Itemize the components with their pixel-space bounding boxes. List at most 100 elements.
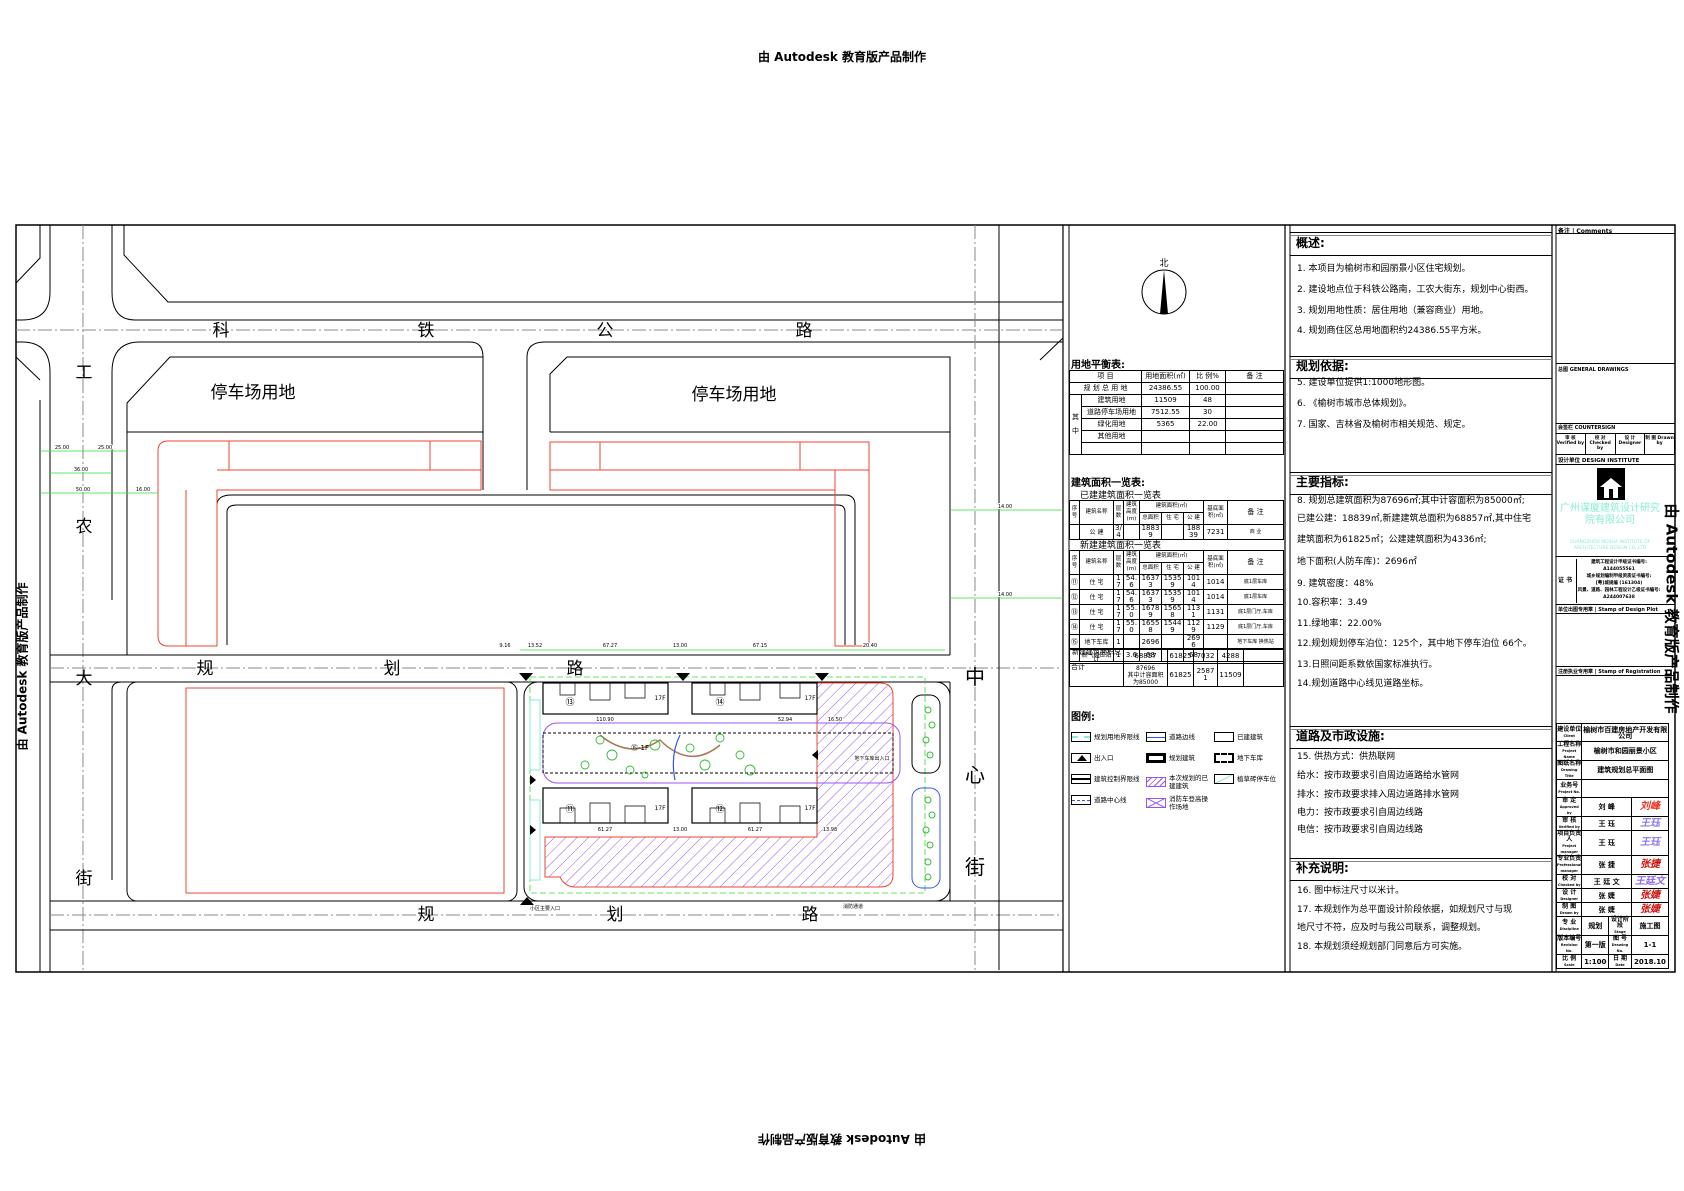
header-row: 序号建筑名称层数建筑高度(m)建筑面积(㎡)基底面积(㎡)备 注	[1069, 500, 1285, 525]
table-cell: 54.6	[1123, 589, 1140, 605]
section-title-indicators: 主要指标:	[1296, 475, 1349, 489]
residential-building	[542, 787, 669, 824]
header-cell: 建筑高度(m)	[1123, 500, 1140, 525]
title-label: 制 图	[1562, 902, 1577, 910]
dimension-label: 50.00	[76, 487, 90, 493]
note-item: 3. 规划用地性质：居住用地（兼容商业）用地。	[1297, 306, 1489, 316]
dimension-label: 14.00	[998, 592, 1012, 598]
meta-value: 2018.10	[1631, 954, 1669, 969]
note-item: 12.规划规划停车泊位：125个，其中地下停车泊位 66个。	[1297, 639, 1532, 649]
table-cell: 1129	[1182, 619, 1205, 635]
title-label: 专 业	[1562, 919, 1577, 926]
grand-total-public: 25871	[1193, 663, 1218, 687]
countersign-label: 会签栏 COUNTERSIGN	[1558, 425, 1616, 431]
header-cell: 备 注	[1227, 500, 1285, 525]
parking-label-left: 停车场用地	[211, 383, 296, 403]
section-divider	[1290, 255, 1552, 256]
title-label: 项目负责人	[1557, 830, 1582, 843]
note-item: 15. 供热方式：供热联网	[1297, 752, 1396, 762]
dimension-lines	[40, 450, 1063, 894]
title-value: 建筑规划总平面图	[1581, 760, 1669, 780]
legend-label: 植草砖停车位	[1237, 775, 1276, 783]
road-gongnong-char: 农	[76, 517, 93, 537]
header-cell: 比 例%	[1189, 370, 1227, 383]
building-number: ⑪	[565, 804, 574, 815]
legend-label: 道路中心线	[1094, 796, 1127, 804]
note-item: 给水：按市政要求引自周边道路给水管网	[1297, 771, 1460, 781]
empty-cell	[1225, 394, 1285, 407]
legend-label: 规划用地界限线	[1094, 733, 1140, 741]
header-cell: 基底面积(㎡)	[1203, 500, 1229, 525]
section-title-overview: 概述:	[1296, 236, 1325, 250]
table-cell: 55.0	[1123, 604, 1140, 620]
note-item: 6. 《榆树市城市总体规划》。	[1297, 399, 1412, 409]
section-divider	[1290, 726, 1552, 730]
table-cell: 住 宅	[1079, 589, 1114, 605]
legend-label: 建筑控制界限线	[1094, 775, 1140, 783]
countersign-col: 制 图 Drawn by	[1645, 434, 1675, 454]
entrance-icon	[530, 775, 536, 785]
purple-hatch-swatch-icon	[1146, 777, 1166, 787]
title-label: 图纸名称	[1557, 760, 1582, 767]
note-item: 1. 本项目为榆树市和园丽景小区住宅规划。	[1297, 264, 1471, 274]
garden-label: ⑮-1F	[631, 744, 649, 752]
grand-total-area: 87696	[1135, 664, 1156, 672]
legend-label: 消防车登高操作场地	[1169, 795, 1208, 811]
header-cell: 总面积	[1139, 562, 1162, 575]
table-cell: 1131	[1203, 604, 1229, 620]
road-network	[15, 225, 1064, 972]
table-cell: 7231	[1203, 524, 1229, 540]
countersign-col: 审 核 Verified by	[1556, 434, 1586, 454]
title-label: 版本编号	[1557, 935, 1582, 942]
dimension-label: 16.50	[828, 717, 842, 723]
note-item: 地下面积(人防车库)：2696㎡	[1297, 557, 1417, 567]
table-cell: 底1层门厅,车库	[1227, 619, 1285, 635]
dimension-label: 20.40	[863, 643, 877, 649]
header-cell: 公 建	[1182, 562, 1205, 575]
title-label-en: Project No.	[1558, 789, 1581, 794]
dimension-label: 67.27	[603, 643, 617, 649]
header-cell: 备 注	[1225, 370, 1285, 383]
header-cell: 住 宅	[1161, 512, 1184, 525]
dimension-label: 36.00	[74, 467, 88, 473]
title-label: 建设单位	[1557, 725, 1582, 733]
legend-item: 道路中心线	[1071, 795, 1127, 805]
meta-value: 第一版	[1581, 935, 1609, 955]
comments-label: 备注 | Comments	[1558, 228, 1613, 235]
road-ketie-char: 路	[796, 321, 813, 341]
table-cell: 15359	[1161, 589, 1184, 605]
road-guihua-char: 划	[607, 905, 624, 925]
signature: 王廷文	[1631, 874, 1669, 889]
table-cell: 16373	[1139, 574, 1162, 590]
signature: 王珏	[1631, 816, 1669, 831]
empty-cell	[1141, 442, 1191, 455]
table-cell: 54.6	[1123, 574, 1140, 590]
table-cell	[1069, 524, 1080, 540]
table-cell: 底1层车库	[1227, 574, 1285, 590]
note-item: 已建公建：18839㎡,新建建筑总面积为68857㎡,其中住宅	[1297, 514, 1531, 524]
signature: 张婕	[1631, 888, 1669, 903]
thin-swatch-icon	[1214, 732, 1234, 742]
purple-x-swatch-icon	[1146, 798, 1166, 808]
dimension-label: 9.16	[499, 643, 510, 649]
existing-title: 已建建筑面积一览表	[1080, 491, 1162, 501]
title-label-en: Drawn by	[1559, 910, 1579, 915]
table-cell: 17	[1113, 589, 1124, 605]
empty-cell	[1080, 442, 1143, 455]
note-item: 5. 建设单位提供1:1000地形图。	[1297, 378, 1431, 388]
note-item: 4. 规划商住区总用地面积约24386.55平方米。	[1297, 326, 1487, 336]
person-name: 张 婕	[1581, 902, 1632, 917]
row-area: 7512.55	[1141, 406, 1191, 419]
row-area	[1141, 430, 1191, 443]
